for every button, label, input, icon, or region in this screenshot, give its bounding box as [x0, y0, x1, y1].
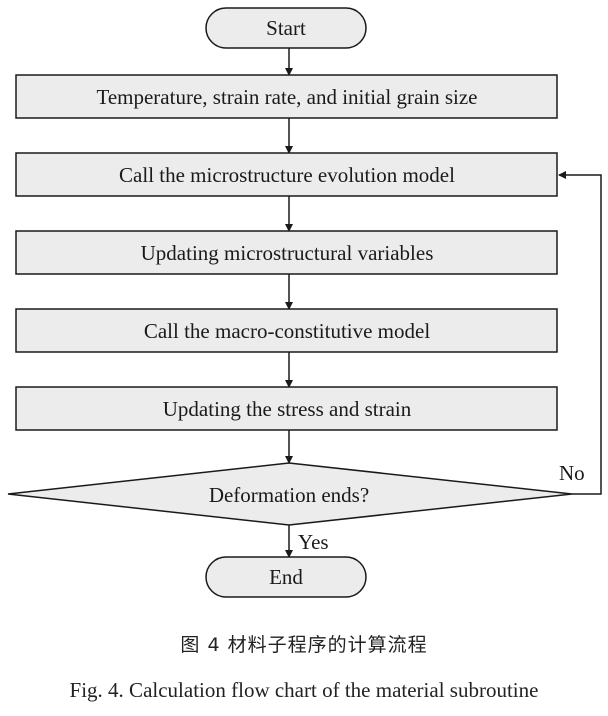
figure-caption-chinese: 图 4 材料子程序的计算流程 — [180, 634, 428, 656]
start-label: Start — [266, 16, 306, 40]
end-label: End — [269, 565, 303, 589]
flowchart: Start Temperature, strain rate, and init… — [7, 7, 602, 598]
loop-back-arrow — [558, 171, 602, 495]
end-terminal — [205, 556, 367, 598]
process-step-2 — [15, 152, 558, 197]
process-step-3-label: Updating microstructural variables — [141, 241, 434, 265]
branch-no-label: No — [559, 461, 585, 485]
figure-caption-english: Fig. 4. Calculation flow chart of the ma… — [69, 678, 539, 702]
start-terminal — [205, 7, 367, 49]
process-step-2-label: Call the microstructure evolution model — [119, 163, 455, 187]
process-step-5-label: Updating the stress and strain — [163, 397, 412, 421]
process-step-4-label: Call the macro-constitutive model — [144, 319, 431, 343]
process-step-3 — [15, 230, 558, 275]
process-step-1 — [15, 74, 558, 119]
process-step-4 — [15, 308, 558, 353]
process-step-5 — [15, 386, 558, 431]
branch-yes-label: Yes — [298, 530, 329, 554]
process-step-1-label: Temperature, strain rate, and initial gr… — [96, 85, 477, 109]
decision-label: Deformation ends? — [209, 483, 369, 507]
